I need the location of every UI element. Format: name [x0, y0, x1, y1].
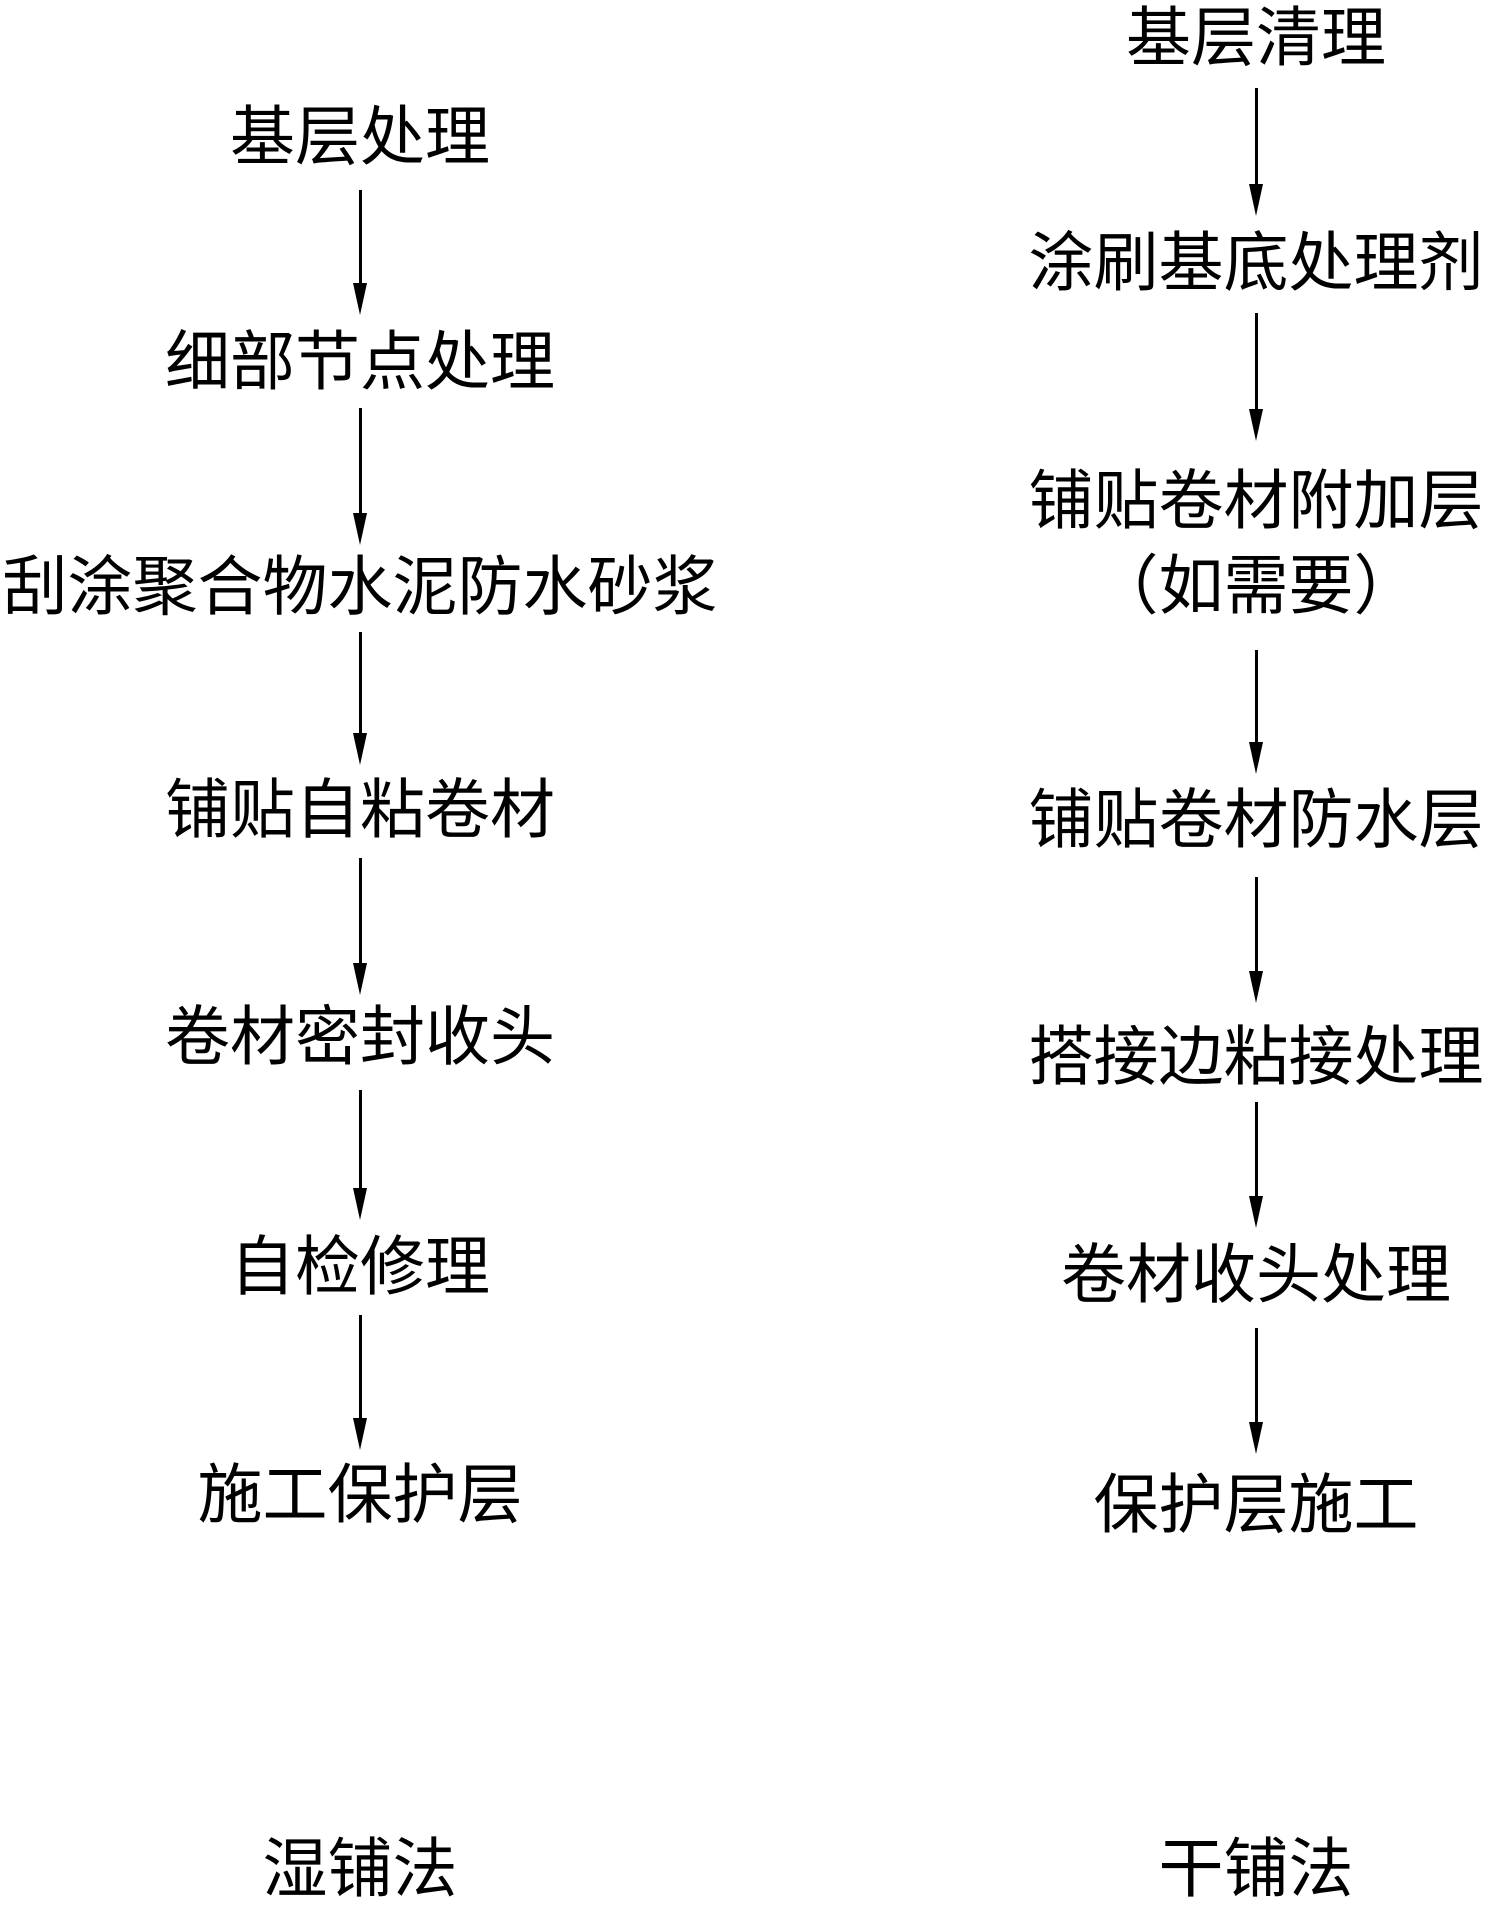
flow-step-wet-2: 细部节点处理	[164, 327, 556, 399]
flow-step-wet-7: 施工保护层	[197, 1460, 523, 1532]
arrow-head	[1249, 971, 1263, 1003]
down-arrow	[1249, 877, 1263, 1003]
flow-step-dry-6: 卷材收头处理	[1060, 1240, 1452, 1312]
flow-step-wet-4: 铺贴自粘卷材	[164, 775, 556, 847]
down-arrow	[353, 858, 367, 995]
flow-step-dry-2: 涂刷基底处理剂	[1028, 228, 1484, 300]
arrow-head	[353, 1188, 367, 1220]
flow-step-dry-7: 保护层施工	[1093, 1470, 1419, 1542]
arrow-head	[353, 1418, 367, 1450]
arrow-shaft	[1254, 1328, 1258, 1422]
arrow-shaft	[358, 1090, 362, 1188]
down-arrow	[1249, 88, 1263, 216]
arrow-shaft	[358, 190, 362, 283]
arrow-head	[1249, 742, 1263, 774]
down-arrow	[353, 408, 367, 545]
flow-step-dry-5: 搭接边粘接处理	[1028, 1022, 1484, 1094]
arrow-head	[1249, 409, 1263, 441]
arrow-head	[353, 283, 367, 315]
arrow-head	[353, 513, 367, 545]
down-arrow	[1249, 313, 1263, 441]
arrow-shaft	[1254, 877, 1258, 971]
down-arrow	[1249, 650, 1263, 774]
down-arrow	[353, 1090, 367, 1220]
arrow-head	[1249, 184, 1263, 216]
arrow-shaft	[358, 858, 362, 963]
flow-step-wet-6: 自检修理	[229, 1232, 491, 1304]
method-label-dry: 干铺法	[1158, 1834, 1354, 1906]
flow-step-dry-3-line1: 铺贴卷材附加层	[1028, 466, 1484, 538]
arrow-shaft	[1254, 1102, 1258, 1196]
flow-step-wet-5: 卷材密封收头	[164, 1002, 556, 1074]
flow-step-wet-1: 基层处理	[229, 102, 491, 174]
down-arrow	[353, 632, 367, 765]
down-arrow	[353, 190, 367, 315]
arrow-shaft	[358, 408, 362, 513]
flow-step-dry-3-line2: （如需要）	[1093, 550, 1419, 623]
arrow-shaft	[1254, 650, 1258, 742]
arrow-head	[353, 733, 367, 765]
down-arrow	[1249, 1328, 1263, 1454]
flow-step-dry-1: 基层清理	[1125, 3, 1387, 75]
arrow-shaft	[1254, 313, 1258, 409]
down-arrow	[353, 1315, 367, 1450]
method-label-wet: 湿铺法	[262, 1834, 458, 1906]
down-arrow	[1249, 1102, 1263, 1228]
flow-step-wet-3: 刮涂聚合物水泥防水砂浆	[2, 552, 718, 624]
flow-step-dry-3: 铺贴卷材附加层 （如需要）	[1028, 460, 1483, 629]
arrow-shaft	[358, 632, 362, 733]
arrow-shaft	[358, 1315, 362, 1418]
arrow-shaft	[1254, 88, 1258, 184]
flow-step-dry-4: 铺贴卷材防水层	[1028, 785, 1484, 857]
arrow-head	[1249, 1422, 1263, 1454]
arrow-head	[353, 963, 367, 995]
arrow-head	[1249, 1196, 1263, 1228]
